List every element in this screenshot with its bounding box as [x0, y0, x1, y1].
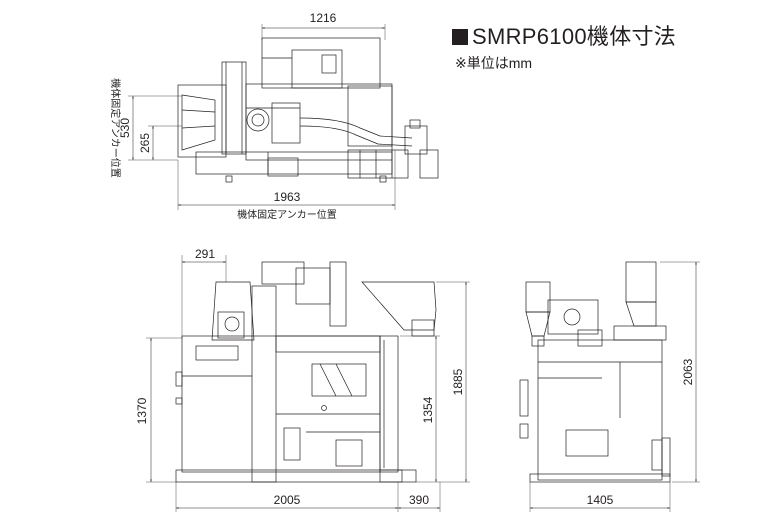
plan-view [177, 37, 439, 183]
dim-1216: 1216 [310, 11, 337, 25]
dim-1370: 1370 [135, 397, 149, 424]
front-view [175, 261, 437, 483]
anchor-label-horizontal: 機体固定アンカー位置 [237, 208, 337, 221]
side-dimensions: 2063 1405 [529, 261, 700, 512]
unit-note: ※単位はmm [455, 55, 533, 71]
dim-1885: 1885 [451, 368, 465, 395]
title-text: SMRP6100機体寸法 [472, 24, 677, 49]
dim-291: 291 [195, 247, 215, 261]
dim-1354: 1354 [421, 396, 435, 423]
page-title: SMRP6100機体寸法 [452, 24, 676, 50]
dim-1963: 1963 [274, 190, 301, 204]
dim-530: 530 [118, 118, 132, 138]
plan-dimensions: 1216 530 265 機体固定アンカー位置 1963 機体固定アンカー位置 [109, 11, 396, 221]
dim-1405: 1405 [587, 493, 614, 507]
dim-2005: 2005 [274, 493, 301, 507]
dim-265: 265 [138, 133, 152, 153]
dim-390: 390 [409, 493, 429, 507]
anchor-label-vertical: 機体固定アンカー位置 [109, 78, 122, 178]
side-view [519, 261, 671, 483]
title-square-icon [452, 29, 468, 45]
front-dimensions: 291 1370 1354 1885 2005 390 [135, 247, 470, 512]
dim-2063: 2063 [681, 358, 695, 385]
